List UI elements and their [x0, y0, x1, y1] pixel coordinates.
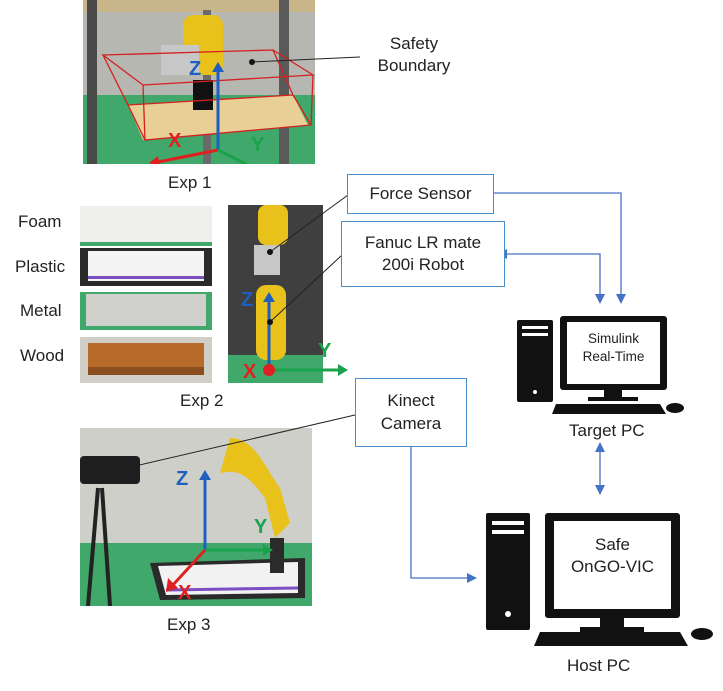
- safety-boundary-label: Safety Boundary: [360, 33, 468, 77]
- surface-label-wood: Wood: [20, 346, 65, 365]
- kinect-leader: [117, 414, 356, 471]
- exp3-label: Exp 3: [167, 615, 211, 634]
- exp1-photo: Z X Y: [83, 0, 315, 164]
- surface-label-foam: Foam: [18, 212, 62, 231]
- exp3-scene: [80, 428, 312, 606]
- robot-arrow: [497, 249, 605, 304]
- target-pc-label: Target PC: [569, 421, 645, 440]
- safety-boundary-line-1: Safety: [389, 34, 439, 53]
- force-sensor-label: Force Sensor: [369, 183, 472, 203]
- exp1-scene: [83, 0, 315, 164]
- surface-photo-foam: [80, 206, 212, 246]
- force-sensor-leader: [269, 194, 349, 253]
- exp3-axis-x: X: [178, 582, 192, 604]
- robot-label-line-1: Fanuc LR mate: [364, 232, 482, 252]
- exp2-axis-x: X: [243, 361, 257, 383]
- exp2-robot-photo: Z X: [228, 205, 323, 383]
- exp3-axis-z: Z: [176, 468, 189, 490]
- surface-label-plastic: Plastic: [15, 257, 66, 276]
- surface-photo-metal: [80, 292, 212, 330]
- target-screen-line-2: Real-Time: [582, 349, 645, 365]
- host-pc-screen: Safe OnGO-VIC: [554, 534, 671, 578]
- exp1-axis-z: Z: [189, 58, 202, 80]
- exp2-scene: [228, 205, 323, 383]
- force-sensor-box: Force Sensor: [347, 174, 494, 214]
- exp3-photo: Z Y X: [80, 428, 312, 606]
- surface-photo-wood: [80, 337, 212, 383]
- safety-boundary-leader: [251, 56, 361, 63]
- exp1-axis-x: X: [168, 130, 182, 152]
- exp1-axis-y: Y: [251, 134, 265, 156]
- exp1-label: Exp 1: [168, 173, 212, 192]
- exp2-label: Exp 2: [180, 391, 224, 410]
- target-pc-screen: Simulink Real-Time: [567, 330, 660, 366]
- robot-label-line-2: 200i Robot: [381, 255, 465, 274]
- robot-leader: [269, 254, 343, 323]
- exp3-axis-y: Y: [254, 516, 268, 538]
- robot-box: Fanuc LR mate 200i Robot: [341, 221, 505, 287]
- kinect-box: Kinect Camera: [355, 378, 467, 447]
- exp2-axis-y: Y: [318, 340, 332, 362]
- target-screen-line-1: Simulink: [587, 331, 639, 346]
- surface-photo-plastic: [80, 248, 212, 286]
- surface-label-metal: Metal: [20, 301, 62, 320]
- kinect-arrow: [410, 447, 477, 583]
- kinect-label-line-1: Kinect: [387, 391, 435, 411]
- host-pc-label: Host PC: [567, 656, 631, 675]
- exp2-axis-z: Z: [241, 289, 254, 311]
- force-sensor-arrow: [493, 192, 626, 304]
- host-screen-line-1: Safe: [595, 535, 630, 554]
- kinect-label-line-2: Camera: [380, 413, 442, 433]
- host-screen-line-2: OnGO-VIC: [570, 557, 655, 577]
- safety-boundary-line-2: Boundary: [377, 56, 451, 76]
